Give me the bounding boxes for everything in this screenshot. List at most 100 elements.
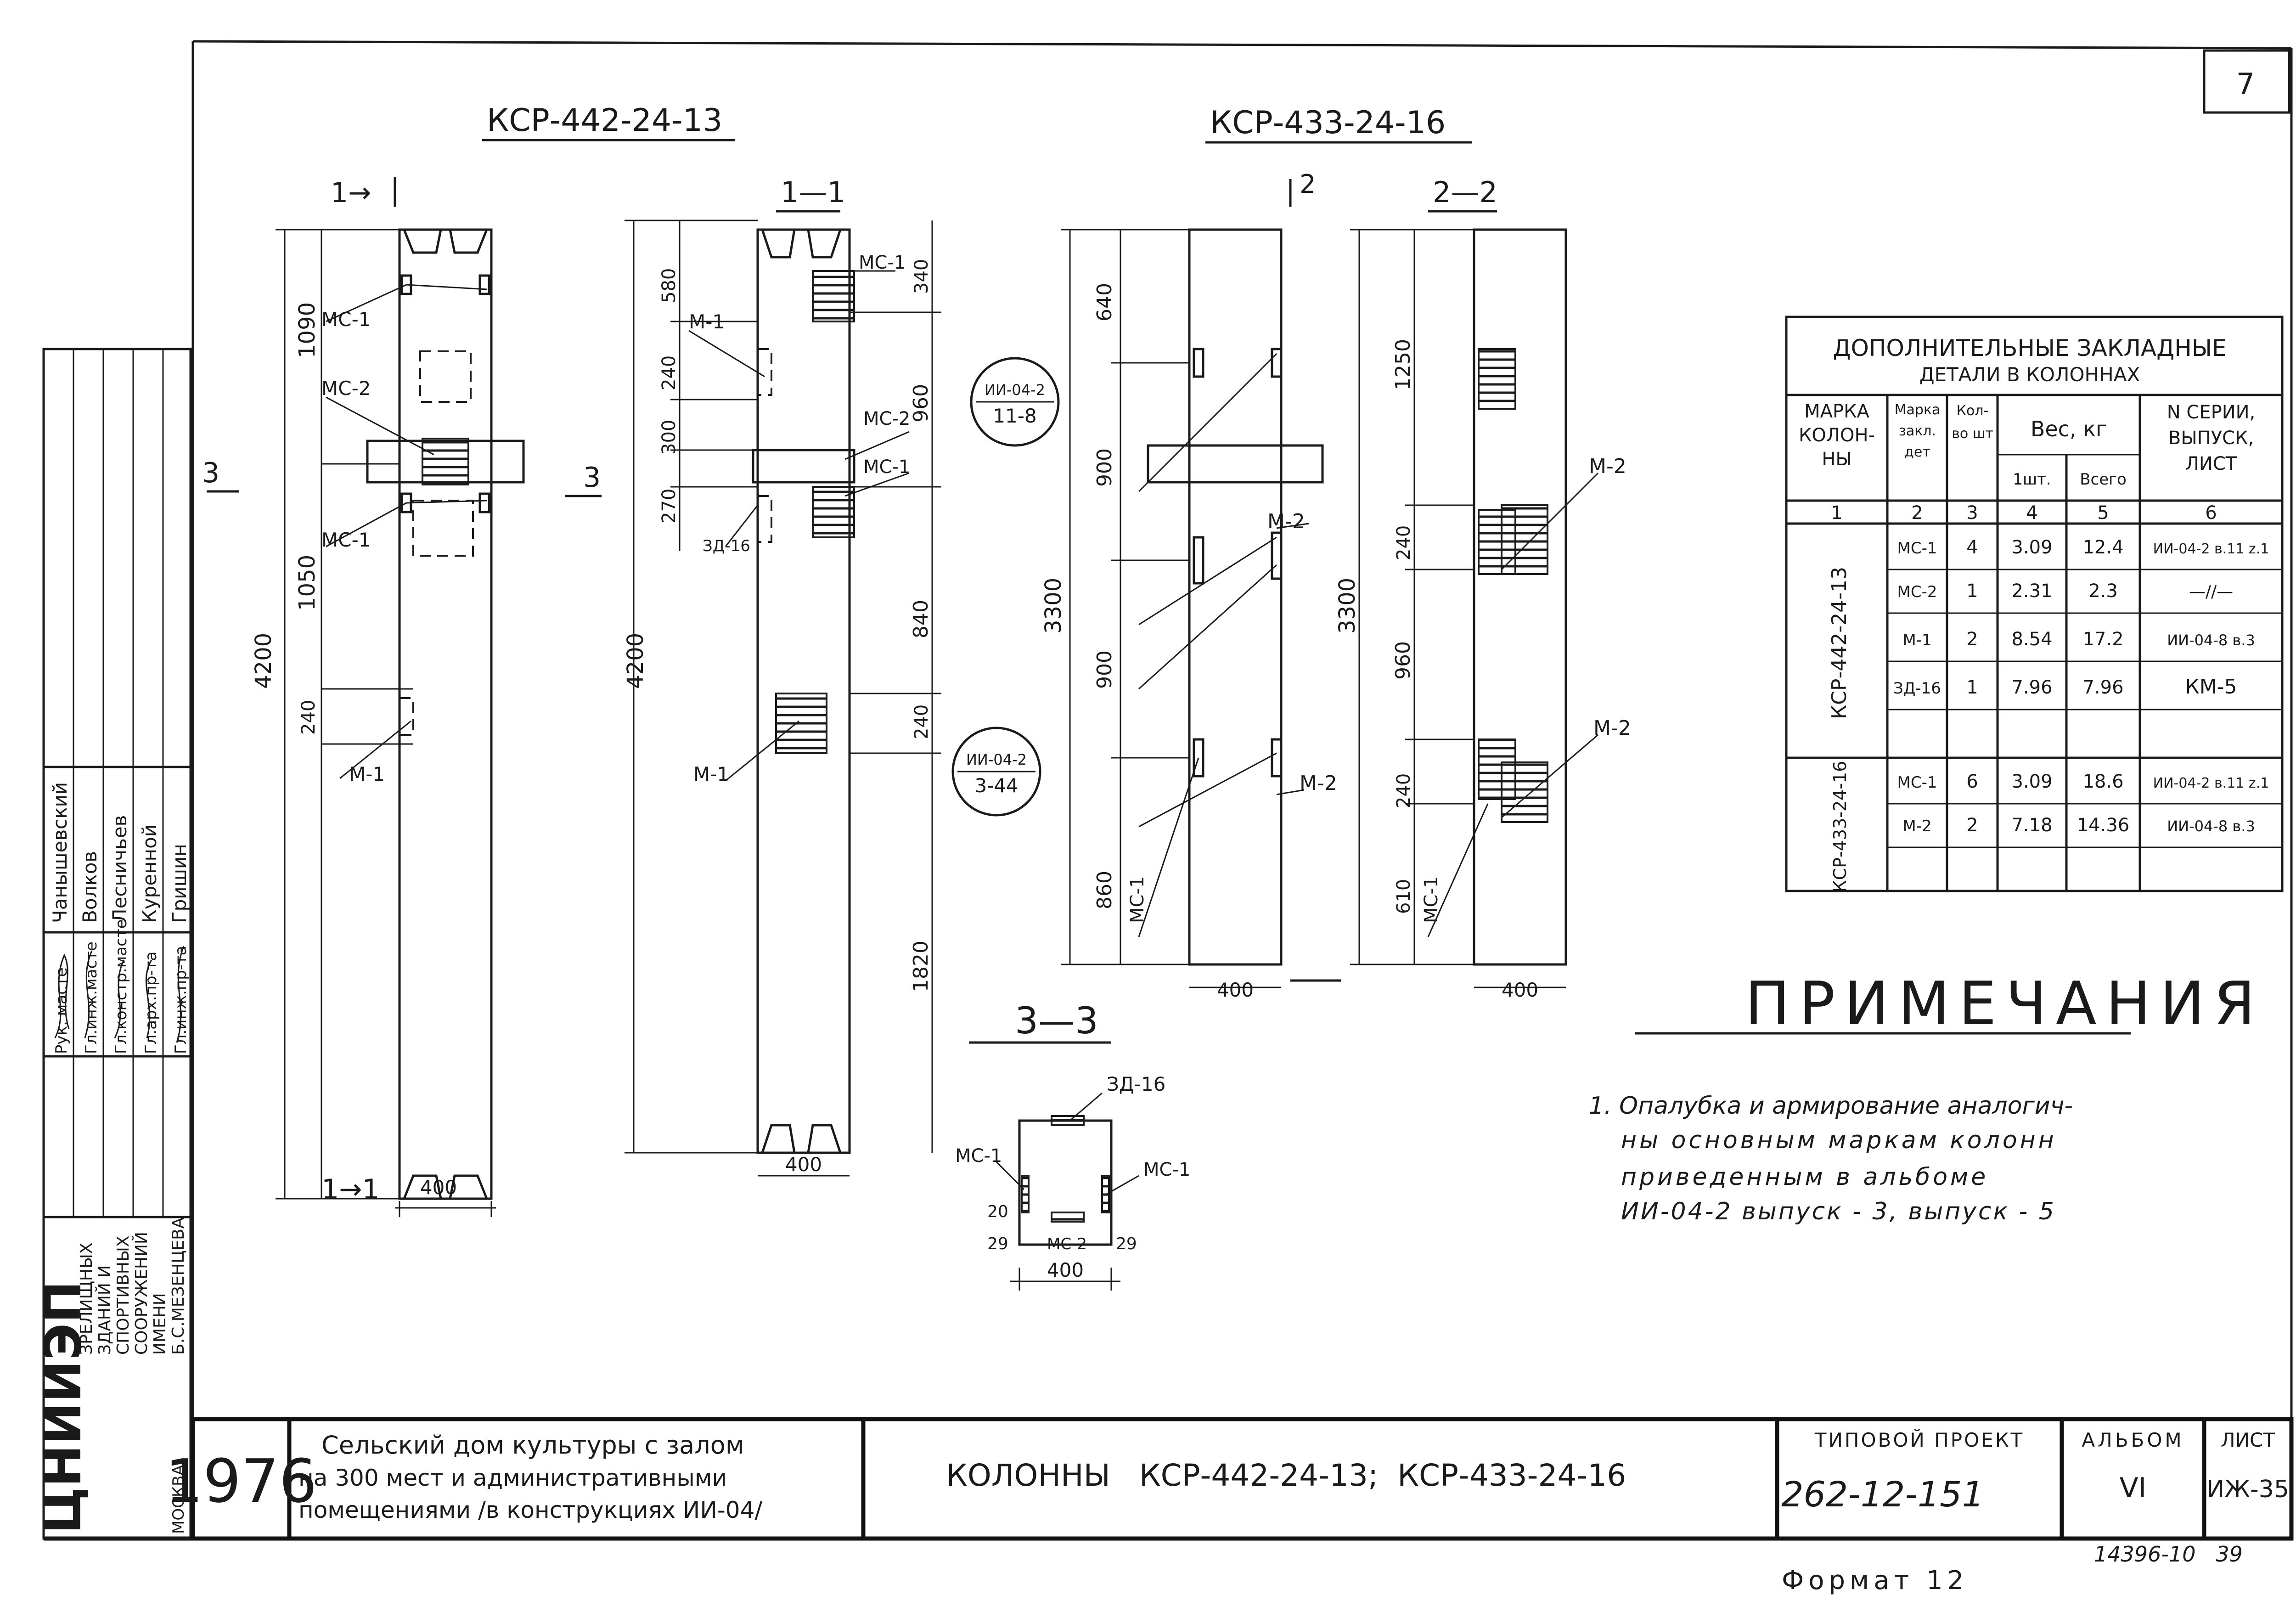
cell-part: МС-1	[1897, 539, 1937, 558]
table-title-2: ДЕТАЛИ В КОЛОННАХ	[1919, 363, 2140, 386]
label-m1-a: М-1	[349, 763, 385, 785]
section-2-2-title: 2—2	[1433, 175, 1497, 209]
album-number: VI	[2120, 1472, 2147, 1504]
stamp-role-1: Рук. масте	[52, 967, 71, 1054]
dim-960-b: 960	[1391, 641, 1415, 680]
label-zd16-b: ЗД-16	[1107, 1073, 1165, 1095]
cell-weight-total: 14.36	[2077, 815, 2130, 836]
title-block: 1976 Сельский дом культуры с залом на 30…	[165, 1417, 2294, 1595]
dim-900-a: 900	[1093, 448, 1116, 487]
ref2-bottom: 3-44	[974, 774, 1018, 797]
stamp-org-4: СООРУЖЕНИЙ	[132, 1232, 151, 1355]
dim-300: 300	[658, 420, 680, 455]
cell-series: КМ-5	[2185, 675, 2237, 699]
dim-240-d: 240	[1393, 525, 1414, 560]
album-label: АЛЬБОМ	[2082, 1429, 2184, 1451]
dim-580: 580	[658, 268, 680, 303]
dim-840: 840	[909, 600, 933, 638]
notes-title: ПРИМЕЧАНИЯ	[1745, 969, 2264, 1038]
stamp-name-5: Гришин	[168, 844, 191, 923]
col-num-1: 1	[1831, 502, 1842, 524]
column1-section-mark-3: 3	[202, 457, 219, 489]
cell-part: М-2	[1902, 817, 1931, 835]
col-num-3: 3	[1966, 502, 1978, 524]
dim-860: 860	[1093, 871, 1116, 909]
format-label: Формат 12	[1782, 1566, 1968, 1595]
dim-1050: 1050	[294, 555, 320, 611]
cell-weight-total: 17.2	[2082, 629, 2123, 650]
notes-block: ПРИМЕЧАНИЯ 1. Опалубка и армирование ана…	[1589, 969, 2264, 1225]
embedded-parts-table: ДОПОЛНИТЕЛЬНЫЕ ЗАКЛАДНЫЕ ДЕТАЛИ В КОЛОНН…	[1785, 316, 2284, 893]
list-number: ИЖ-35	[2206, 1476, 2289, 1503]
notes-line-4: ИИ-04-2 выпуск - 3, выпуск - 5	[1621, 1198, 2056, 1225]
stamp-org-1: ЗРЕЛИЩНЫХ	[77, 1243, 96, 1355]
column2-section-mark: 2	[1300, 169, 1316, 199]
dim-3300-a: 3300	[1041, 578, 1066, 634]
dim-400-c: 400	[1217, 979, 1254, 1001]
stamp-name-2: Волков	[79, 851, 101, 923]
table-title-1: ДОПОЛНИТЕЛЬНЫЕ ЗАКЛАДНЫЕ	[1833, 335, 2226, 361]
cell-weight-one: 3.09	[2011, 771, 2052, 792]
table-row: ЗД-16 1 7.96 7.96 КМ-5	[1893, 675, 2237, 699]
section-1-1-title: 1—1	[781, 175, 845, 209]
cell-part: МС-2	[1897, 583, 1937, 601]
notes-line-1: 1. Опалубка и армирование аналогич-	[1589, 1092, 2073, 1120]
stamp-org-2: ЗДАНИЙ И	[95, 1265, 114, 1355]
cell-weight-total: 7.96	[2082, 677, 2123, 698]
label-mc1-d: МС-1	[863, 457, 910, 478]
dim-1250: 1250	[1391, 339, 1415, 390]
stamp-org-3: СПОРТИВНЫХ	[114, 1236, 133, 1355]
dim-240-a: 240	[298, 700, 319, 735]
label-mc1-h: МС-1	[1143, 1159, 1190, 1180]
group2-mark: КСР-433-24-16	[1830, 761, 1850, 893]
col-num-4: 4	[2026, 502, 2037, 524]
cell-qty: 1	[1966, 677, 1978, 698]
cell-weight-one: 2.31	[2011, 581, 2052, 602]
view-titles: КСР-442-24-13 КСР-433-24-16	[482, 102, 1472, 144]
column1-title: КСР-442-24-13	[487, 102, 722, 139]
dim-1090: 1090	[294, 302, 320, 358]
cell-weight-total: 18.6	[2082, 771, 2123, 792]
cell-weight-one: 7.96	[2011, 677, 2052, 698]
col-num-2: 2	[1911, 502, 1923, 524]
dim-4200-a: 4200	[251, 633, 276, 689]
table-row: МС-1 6 3.09 18.6 ИИ-04-2 в.11 z.1	[1897, 771, 2269, 792]
sheet-title: КОЛОННЫ КСР-442-24-13; КСР-433-24-16	[946, 1458, 1626, 1493]
stamp-name-3: Лесничьев	[108, 815, 131, 923]
dim-4200-b: 4200	[623, 633, 648, 689]
table-row: МС-1 4 3.09 12.4 ИИ-04-2 в.11 z.1	[1897, 537, 2269, 558]
stamp-org-5: ИМЕНИ	[151, 1293, 169, 1355]
header-part-mark: Марка закл. дет	[1894, 402, 1941, 460]
label-mc2-b: МС-2	[863, 408, 910, 429]
column2-elevation-side: 2—2 М-2 М-2 МС-1 3300 1250 240 960 240 6…	[1334, 175, 1631, 1001]
typical-project-label: ТИПОВОЙ ПРОЕКТ	[1814, 1428, 2024, 1451]
header-weight: Вес, кг	[2031, 417, 2107, 441]
cell-qty: 2	[1966, 815, 1978, 836]
project-line-3: помещениями /в конструкциях ИИ-04/	[298, 1497, 762, 1523]
column1-section-mark-bottom: 1→1	[321, 1173, 380, 1206]
dim-240-e: 240	[1393, 773, 1414, 808]
label-mc1-c: МС-1	[859, 252, 906, 273]
cell-weight-total: 2.3	[2088, 581, 2118, 602]
cell-weight-one: 8.54	[2011, 629, 2052, 650]
reference-circles: ИИ-04-2 11-8 ИИ-04-2 3-44	[951, 357, 1060, 817]
header-weight-total: Всего	[2080, 470, 2127, 489]
col-num-5: 5	[2097, 502, 2109, 524]
column2-title: КСР-433-24-16	[1210, 105, 1446, 141]
stamp-city: МОСКВА	[169, 1465, 188, 1534]
stamp-name-1: Чанышевский	[49, 782, 71, 923]
cell-series: ИИ-04-2 в.11 z.1	[2153, 541, 2269, 557]
list-label: ЛИСТ	[2221, 1429, 2275, 1451]
project-line-2: на 300 мест и административными	[298, 1465, 727, 1491]
section-3-3: 3—3 ЗД-16 МС-1 МС-1 МС-2 20 29 29 400	[955, 999, 1190, 1291]
dim-1820: 1820	[909, 941, 933, 992]
dim-20: 20	[987, 1202, 1008, 1221]
cell-part: МС-1	[1897, 773, 1937, 792]
table-row: МС-2 1 2.31 2.3 —//—	[1897, 581, 2234, 602]
section-3-3-title: 3—3	[1015, 999, 1098, 1042]
dim-900-b: 900	[1093, 650, 1116, 689]
dim-29-b: 29	[1116, 1235, 1137, 1253]
typical-project-number: 262-12-151	[1781, 1474, 1984, 1515]
cell-qty: 6	[1966, 771, 1978, 792]
